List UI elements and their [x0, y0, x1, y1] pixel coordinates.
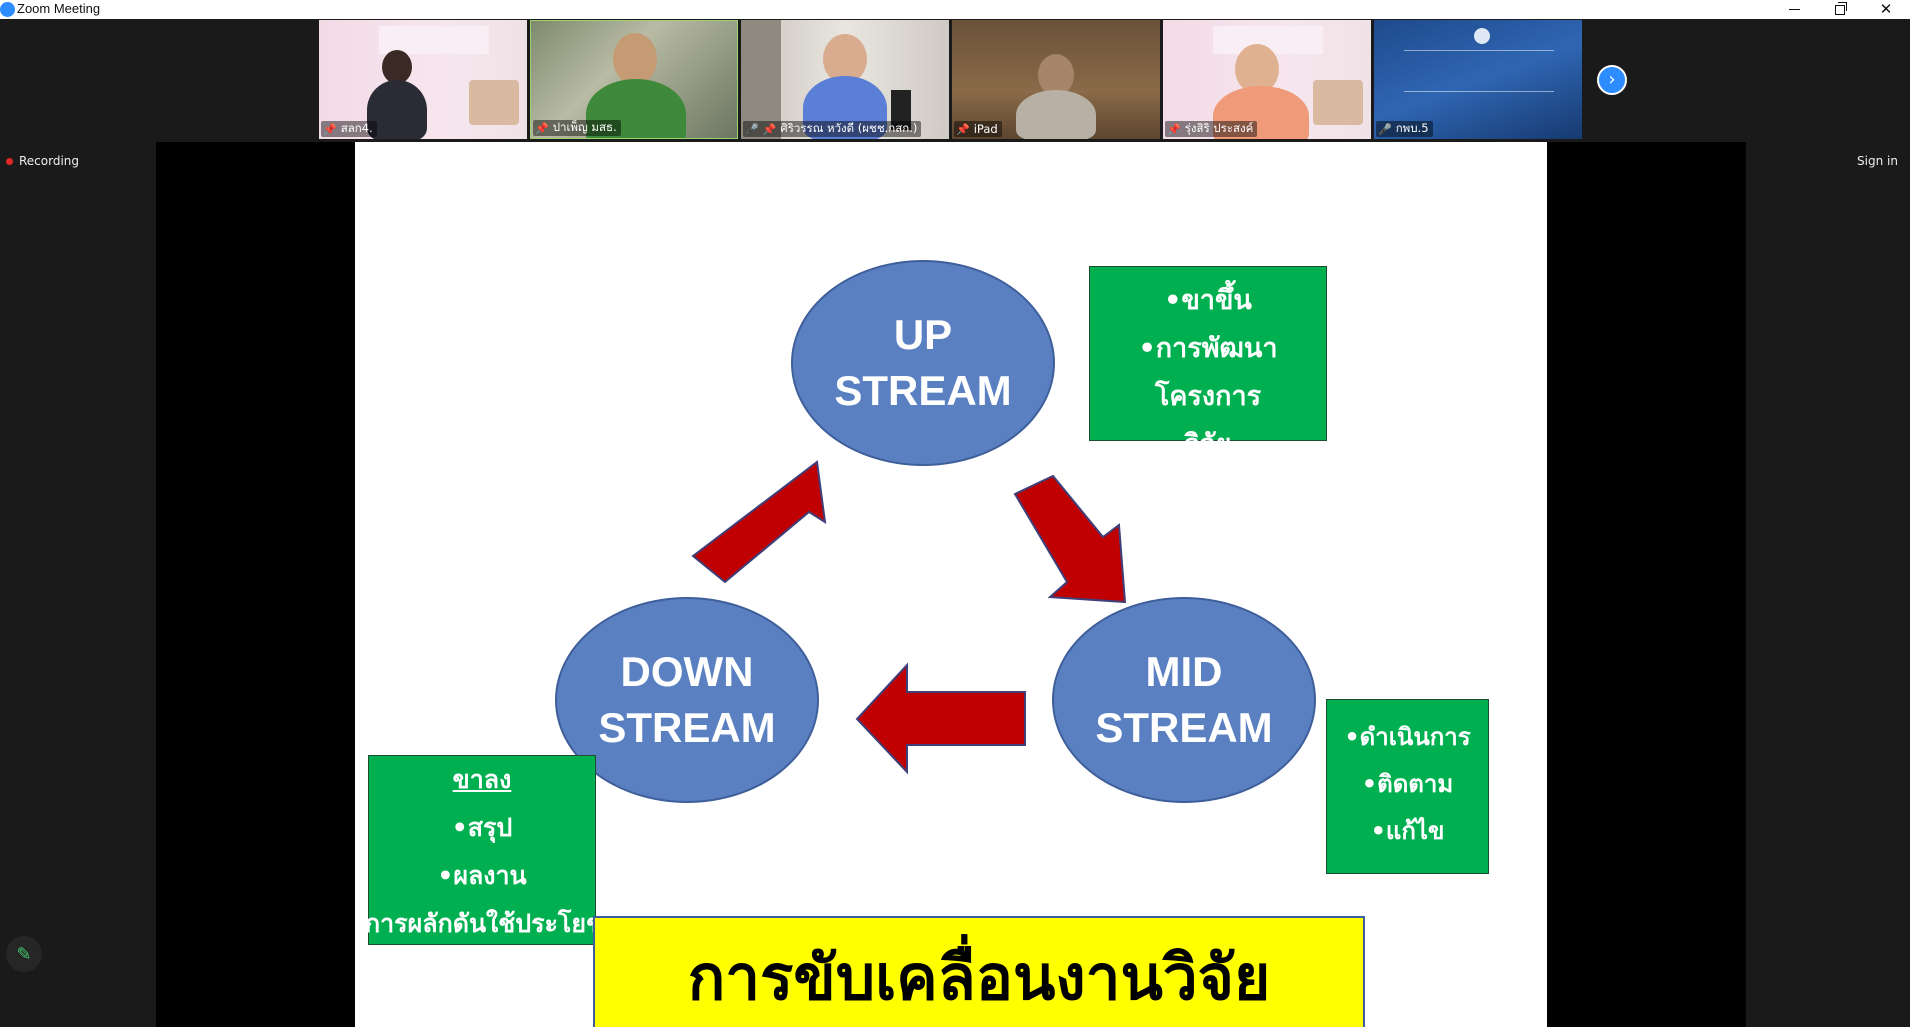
down-stream-ellipse: DOWN STREAM [555, 597, 819, 803]
note-line: •ผลงาน [437, 861, 527, 890]
sign-in-link[interactable]: Sign in [1857, 154, 1898, 168]
note-line: วิจัย [1184, 429, 1232, 460]
close-icon: ✕ [1879, 0, 1893, 18]
participant-tile[interactable]: 🎤 กพบ.5 [1374, 20, 1582, 139]
note-line: •ขาขึ้น [1164, 285, 1252, 316]
slide: UP STREAM MID STREAM DOWN STREAM •ขาขึ้น… [355, 142, 1547, 1027]
participant-name: ปาเพ็ญ มสธ. [552, 120, 617, 134]
mid-stream-label-2: STREAM [1095, 704, 1273, 751]
note-heading: ขาลง [452, 765, 512, 794]
pin-icon: 📌 [535, 121, 549, 135]
screen-share-area: UP STREAM MID STREAM DOWN STREAM •ขาขึ้น… [156, 142, 1746, 1027]
zoom-app-icon [0, 2, 15, 17]
window-title: Zoom Meeting [17, 1, 101, 16]
note-line: •การพัฒนาโครงการ [1138, 333, 1278, 412]
next-participants-button[interactable]: › [1597, 65, 1627, 95]
participant-nameplate: 🎤 📌 ศิริวรรณ หวังดี (ผชช.กสก.) [743, 121, 922, 137]
note-line: การผลักดันใช้ประโยชน์ [365, 909, 621, 938]
close-button[interactable]: ✕ [1863, 0, 1909, 19]
restore-icon [1835, 1, 1847, 15]
participant-tile[interactable]: 📌 รุ่งสิริ ประสงค์ [1163, 20, 1371, 139]
note-line: •แก้ไข [1370, 817, 1445, 845]
arrow-to-upstream [691, 460, 827, 584]
annotate-button[interactable]: ✎ [6, 936, 42, 972]
mic-off-icon: 🎤 [1378, 122, 1392, 136]
up-stream-label-2: STREAM [834, 367, 1012, 414]
arrow-to-midstream [1013, 474, 1127, 604]
down-stream-label-2: STREAM [598, 704, 776, 751]
mid-stream-notes: •ดำเนินการ •ติดตาม •แก้ไข [1326, 699, 1489, 874]
participant-nameplate: 📌 iPad [954, 121, 1002, 137]
note-line: •ดำเนินการ [1344, 723, 1471, 751]
up-stream-notes: •ขาขึ้น •การพัฒนาโครงการ วิจัย [1089, 266, 1327, 460]
arrow-to-downstream [855, 662, 1026, 775]
participant-nameplate: 📌 สลก4. [321, 121, 377, 137]
pin-icon: 📌 [323, 122, 337, 136]
mic-off-icon: 🎤 [745, 122, 759, 136]
up-stream-ellipse: UP STREAM [791, 260, 1055, 466]
participant-tile[interactable]: 🎤 📌 ศิริวรรณ หวังดี (ผชช.กสก.) [741, 20, 949, 139]
participant-name: ศิริวรรณ หวังดี (ผชช.กสก.) [780, 121, 918, 135]
minimize-button[interactable] [1771, 0, 1817, 19]
recording-label: Recording [19, 154, 80, 168]
mid-stream-label-1: MID [1145, 648, 1223, 695]
note-line: •สรุป [451, 813, 513, 842]
pin-icon: 📌 [956, 122, 970, 136]
pencil-icon: ✎ [16, 943, 32, 965]
recording-indicator: Recording [6, 154, 79, 168]
participant-nameplate: 📌 ปาเพ็ญ มสธ. [533, 120, 621, 136]
participant-name: รุ่งสิริ ประสงค์ [1184, 121, 1254, 135]
restore-button[interactable] [1817, 0, 1863, 19]
pin-icon: 📌 [762, 122, 777, 136]
participant-nameplate: 📌 รุ่งสิริ ประสงค์ [1165, 121, 1258, 137]
down-stream-label-1: DOWN [620, 648, 754, 695]
participant-name: สลก4. [340, 121, 373, 135]
chevron-right-icon: › [1608, 69, 1616, 90]
down-stream-notes: ขาลง •สรุป •ผลงาน การผลักดันใช้ประโยชน์ [365, 755, 620, 945]
participant-tile[interactable]: 📌 สลก4. [319, 20, 527, 139]
participant-tile[interactable]: 📌 iPad [952, 20, 1160, 139]
note-line: •ติดตาม [1361, 770, 1454, 798]
pin-icon: 📌 [1167, 122, 1181, 136]
cycle-arrows [691, 460, 1127, 775]
mid-stream-ellipse: MID STREAM [1052, 597, 1316, 803]
participant-name: กพบ.5 [1395, 121, 1429, 135]
participant-name: iPad [973, 122, 998, 136]
slide-banner-title: การขับเคลื่อนงานวิจัย [593, 916, 1365, 1027]
participant-nameplate: 🎤 กพบ.5 [1376, 121, 1433, 137]
participant-tile[interactable]: 📌 ปาเพ็ญ มสธ. [530, 20, 738, 139]
window-titlebar: Zoom Meeting ✕ [0, 0, 1910, 19]
up-stream-label-1: UP [893, 311, 953, 358]
record-dot-icon [6, 157, 13, 165]
minimize-icon [1788, 9, 1800, 10]
